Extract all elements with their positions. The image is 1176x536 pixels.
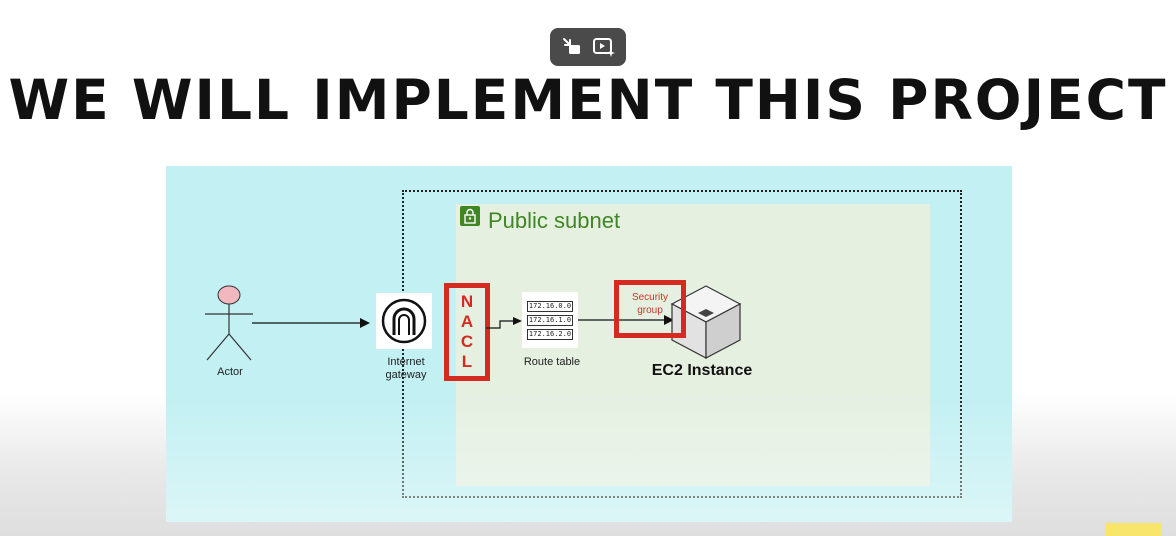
page-title: WE WILL IMPLEMENT THIS PROJECT [8,68,1168,132]
route-entry: 172.16.0.0 [527,300,573,312]
security-group-label: Security group [632,291,668,317]
igw-label-line2: gateway [385,369,427,381]
autoplay-magic-button[interactable] [591,34,617,60]
lock-icon [460,206,480,226]
nacl-letter: A [460,312,474,331]
igw-label-line1: Internet [387,356,425,368]
autoplay-magic-icon [593,38,615,57]
nacl-letter: L [461,352,473,371]
security-group-line1: Security [631,292,669,303]
security-group-line2: group [637,305,663,316]
internet-gateway-label: Internet gateway [372,356,440,382]
actor-to-igw-arrow [252,318,370,328]
route-table-node: 172.16.0.0 172.16.1.0 172.16.2.0 [522,292,578,348]
player-controls [550,28,626,66]
nacl-letter: N [460,292,474,311]
route-entry: 172.16.2.0 [527,328,573,340]
exit-fullscreen-button[interactable] [559,34,585,60]
corner-badge [1105,523,1161,536]
nacl-highlight: N A C L [444,283,490,381]
route-table-label: Route table [523,356,581,368]
route-table-to-ec2-arrow [578,315,674,325]
igw-to-route-table-connector [486,317,522,329]
actor-label: Actor [217,366,243,378]
actor-icon [205,285,253,361]
architecture-diagram: Public subnet Actor Internet gateway N A… [166,166,1012,522]
ec2-instance-label: EC2 Instance [651,362,753,379]
route-entry: 172.16.1.0 [527,314,573,326]
subnet-title: Public subnet [488,208,621,233]
exit-fullscreen-icon [563,38,580,54]
internet-gateway-node [376,293,432,349]
nacl-letter: C [460,332,474,351]
security-group-highlight: Security group [614,280,686,338]
internet-gateway-icon [381,298,427,344]
